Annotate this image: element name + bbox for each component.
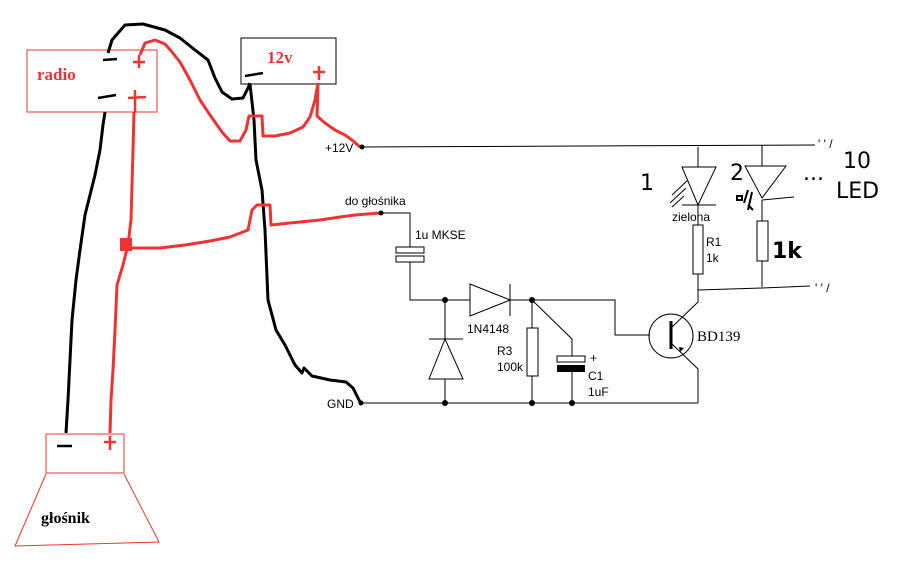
led1-index: 1 [640, 171, 654, 196]
led2-triangle [744, 165, 787, 199]
c1-plate-positive [556, 355, 586, 363]
c1-plate-negative [557, 365, 585, 372]
radio-box [26, 49, 158, 113]
radio-minus-terminal-top [102, 57, 118, 62]
r2-body [756, 220, 769, 262]
transistor-emitter [670, 342, 699, 403]
r3-body [526, 327, 539, 377]
red-wire-radio-to-speaker [108, 111, 136, 434]
black-wire-radio-to-supply [106, 22, 252, 101]
red-wire-supply-to-vcc [315, 82, 361, 149]
vcc-continuation-marks: ' ' / [818, 137, 833, 151]
return-continuation-marks: ' ' / [815, 281, 830, 295]
r1-body [692, 224, 704, 275]
c1-polarity: + [590, 351, 597, 365]
r1-name: R1 [706, 235, 722, 249]
radio-minus-terminal [97, 93, 117, 100]
c1-capacitor: + C1 1uF [531, 299, 609, 403]
speaker-input-label: do głośnika [345, 194, 406, 208]
transistor-bd139: BD139 [648, 287, 740, 403]
supply-block: 12v [240, 37, 337, 85]
series-diode: 1N4148 [467, 283, 650, 336]
transistor-collector [670, 287, 699, 329]
r3-value: 100k [497, 360, 524, 374]
led2-light-arrows-icon [736, 189, 754, 211]
speaker-label: głośnik [41, 510, 90, 527]
led2-branch: 2 1k [697, 145, 811, 291]
speaker-cone [14, 473, 160, 547]
supply-plus-terminal [313, 66, 325, 80]
coupling-cap-label: 1u MKSE [415, 228, 466, 242]
speaker-block: głośnik [14, 433, 160, 547]
shunt-diode-triangle [428, 337, 464, 380]
r3-name: R3 [497, 344, 513, 358]
r1-value: 1k [706, 251, 720, 265]
input-wire [381, 212, 411, 247]
led1-light-arrows-icon [669, 179, 689, 208]
black-wire-supply-to-gnd [248, 83, 362, 403]
transistor-label: BD139 [697, 329, 740, 345]
led1-branch: 1 zielona R1 1k [640, 147, 722, 290]
led1-color-label: zielona [672, 210, 710, 224]
gnd-label: GND [327, 397, 354, 411]
gnd-rail: GND [327, 397, 698, 411]
vcc-rail: +12V [325, 141, 816, 155]
supply-minus-terminal [244, 71, 264, 78]
radio-block: radio [26, 49, 158, 113]
coupling-cap-plate-top [395, 246, 425, 254]
diode-triangle [469, 283, 512, 317]
junction-dot [569, 400, 575, 406]
emitter-arrow [679, 347, 684, 352]
cap-to-diode-wire [409, 262, 470, 301]
vcc-label: +12V [325, 141, 353, 155]
led-dots: ... [803, 161, 824, 186]
led-word: LED [836, 179, 879, 204]
led1-triangle [681, 166, 717, 207]
red-wire-radio-to-supply [138, 38, 320, 143]
diode-to-base-wire [510, 299, 650, 336]
r3-resistor: R3 100k [497, 300, 539, 403]
input-stage: do głośnika 1u MKSE [345, 194, 470, 303]
shunt-diode [428, 300, 464, 403]
coupling-cap-plate-bottom [395, 255, 425, 263]
supply-label: 12v [267, 48, 293, 67]
r2-value: 1k [772, 239, 803, 264]
led2-bar [761, 196, 795, 201]
red-wire-to-speaker-input [126, 203, 381, 250]
speaker-box [45, 433, 125, 474]
junction-dot [529, 400, 535, 406]
c1-name: C1 [588, 369, 604, 383]
red-splice-node [120, 238, 132, 251]
led-return-wire [697, 285, 811, 291]
diode-label: 1N4148 [467, 322, 509, 336]
vcc-wire [361, 144, 816, 148]
radio-plus-terminal [127, 90, 147, 112]
radio-label: radio [37, 65, 76, 84]
led-count-note: ... 10 LED ' ' / ' ' / [803, 137, 879, 295]
led2-index: 2 [730, 161, 744, 186]
black-wire-radio-to-speaker [64, 111, 107, 434]
transistor-body [648, 313, 694, 359]
radio-plus-terminal-top [133, 55, 145, 68]
c1-value: 1uF [588, 385, 609, 399]
junction-dot [442, 400, 448, 406]
supply-box [240, 37, 337, 85]
speaker-plus-terminal [104, 436, 116, 450]
led-count: 10 [843, 149, 871, 174]
